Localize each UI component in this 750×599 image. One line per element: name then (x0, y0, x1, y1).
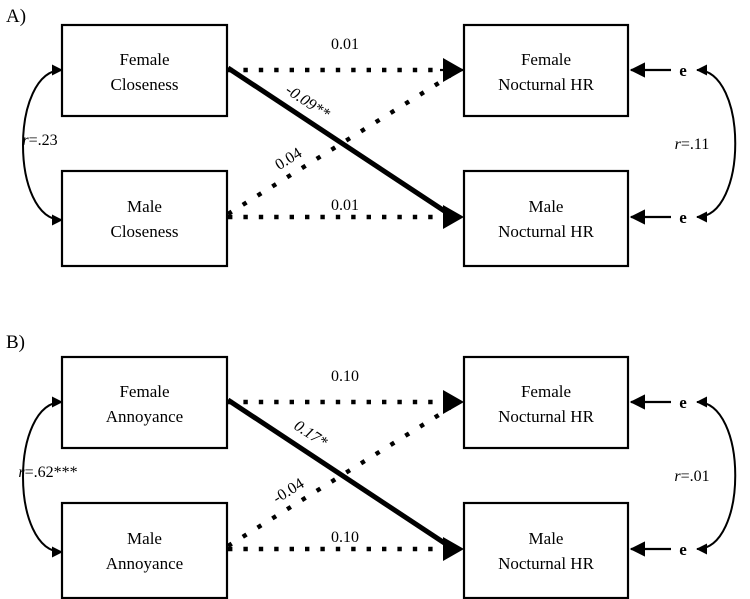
panel-b-box-female-nocturnal-hr-line2: Nocturnal HR (498, 407, 595, 426)
panel-b-box-female-annoyance-rect (60, 355, 229, 450)
panel-a-box-male-closeness: Male Closeness (60, 169, 229, 268)
panel-b-box-male-annoyance-line1: Male (127, 529, 162, 548)
panel-a-box-male-closeness-line1: Male (127, 197, 162, 216)
err-corr-r-prefix: r (675, 136, 682, 153)
panel-b-box-male-annoyance-rect (60, 501, 229, 599)
panel-b-box-male-nocturnal-hr: Male Nocturnal HR (462, 501, 630, 599)
panel-a-coef-actor-female: 0.01 (331, 36, 359, 53)
panel-b-path-partner-female-to-male-line (226, 397, 454, 551)
corr-r-value: =.23 (29, 132, 58, 149)
panel-b-box-female-annoyance: Female Annoyance (60, 355, 229, 450)
panel-b-error-female-label: e (679, 393, 687, 412)
panel-a-coef-partner-male-to-female: 0.04 (272, 145, 305, 174)
panel-a-box-female-closeness-line1: Female (119, 50, 169, 69)
panel-a-box-female-nocturnal-hr-line1: Female (521, 50, 571, 69)
panel-a-box-male-nocturnal-hr-line1: Male (529, 197, 564, 216)
panel-b-box-male-annoyance-line2: Annoyance (106, 554, 183, 573)
panel-b-arrowhead-actor-female (443, 390, 464, 414)
panel-b-box-male-nocturnal-hr-rect (462, 501, 630, 599)
panel-b-coef-actor-female: 0.10 (331, 368, 359, 385)
panel-a-box-male-nocturnal-hr-line2: Nocturnal HR (498, 222, 595, 241)
panel-b: B) r=.62*** 0.10 0.10 -0.04 0.17* Female (6, 332, 737, 599)
panel-b-label: B) (6, 332, 25, 353)
corr-r-value: =.62*** (25, 464, 78, 481)
panel-a-coef-actor-male: 0.01 (331, 197, 359, 214)
panel-a-error-female-label: e (679, 61, 687, 80)
panel-a-box-male-nocturnal-hr: Male Nocturnal HR (462, 169, 630, 268)
corr-r-prefix: r (22, 132, 29, 149)
panel-a-box-female-nocturnal-hr-rect (462, 23, 630, 118)
panel-a-box-female-closeness: Female Closeness (60, 23, 229, 118)
panel-a-box-male-closeness-line2: Closeness (111, 222, 179, 241)
panel-b-box-male-annoyance: Male Annoyance (60, 501, 229, 599)
panel-a-path-partner-female-to-male-line (226, 65, 454, 219)
err-corr-r-value: =.11 (681, 136, 709, 153)
panel-a-predictor-correlation-arrow (22, 64, 63, 226)
panel-b-box-female-nocturnal-hr-line1: Female (521, 382, 571, 401)
panel-a-label: A) (6, 6, 26, 27)
panel-b-box-male-nocturnal-hr-line2: Nocturnal HR (498, 554, 595, 573)
panel-a-predictor-correlation-label: r=.23 (22, 132, 57, 149)
panel-a-error-correlation-arrow (696, 64, 737, 223)
panel-b-box-female-annoyance-line2: Annoyance (106, 407, 183, 426)
panel-b-coef-partner-male-to-female: -0.04 (270, 475, 307, 507)
panel-a-box-female-nocturnal-hr-line2: Nocturnal HR (498, 75, 595, 94)
corr-r-prefix: r (18, 464, 25, 481)
panel-a-arrowhead-actor-female (443, 58, 464, 82)
panel-b-error-male-label: e (679, 540, 687, 559)
err-corr-r-prefix: r (674, 468, 681, 485)
panel-b-predictor-correlation-arrow (22, 396, 63, 558)
panel-b-box-female-nocturnal-hr: Female Nocturnal HR (462, 355, 630, 450)
panel-a-box-female-nocturnal-hr: Female Nocturnal HR (462, 23, 630, 118)
panel-a-box-male-nocturnal-hr-rect (462, 169, 630, 268)
panel-b-box-female-annoyance-line1: Female (119, 382, 169, 401)
panel-b-error-correlation-label: r=.01 (674, 468, 709, 485)
panel-b-box-female-nocturnal-hr-rect (462, 355, 630, 450)
panel-b-coef-actor-male: 0.10 (331, 529, 359, 546)
panel-a-box-female-closeness-rect (60, 23, 229, 118)
panel-b-predictor-correlation-label: r=.62*** (18, 464, 77, 481)
panel-b-error-correlation-arrow (696, 396, 737, 555)
panel-a-arrowhead-actor-male (443, 205, 464, 229)
panel-b-arrowhead-actor-male (443, 537, 464, 561)
panel-a: A) r=.23 0.01 0.01 0.04 -0.09** Female (6, 6, 737, 268)
err-corr-r-value: =.01 (681, 468, 710, 485)
panel-a-coef-partner-female-to-male: -0.09** (282, 82, 333, 123)
panel-b-box-male-nocturnal-hr-line1: Male (529, 529, 564, 548)
panel-a-error-male-label: e (679, 208, 687, 227)
panel-a-box-male-closeness-rect (60, 169, 229, 268)
panel-a-box-female-closeness-line2: Closeness (111, 75, 179, 94)
panel-a-error-correlation-label: r=.11 (675, 136, 710, 153)
